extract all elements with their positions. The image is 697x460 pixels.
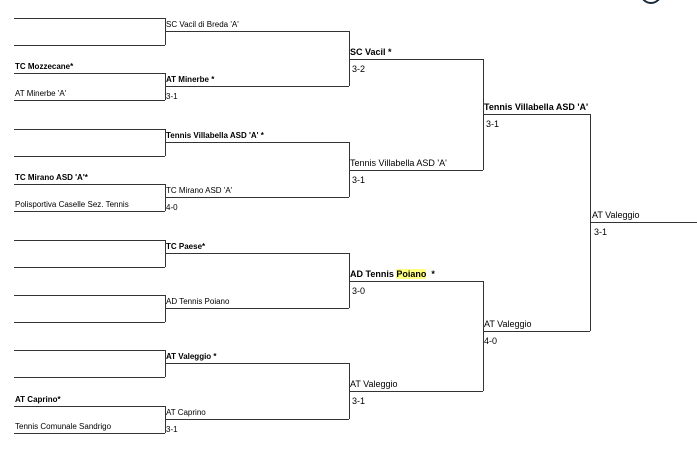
seed-marker: * [426,268,435,279]
r2-team[interactable]: AT Minerbe * [166,75,215,85]
r1-bottom-slot-line [14,155,165,157]
r2-slot-line [165,197,349,199]
r2-connector [349,363,350,419]
r1-top-slot-line [14,295,165,296]
r3-slot-line [349,169,483,171]
r4-team[interactable]: AT Valeggio [484,319,532,329]
r3-team[interactable]: AT Valeggio [350,379,398,390]
r3-slot-line [349,280,483,282]
r2-score: 3-1 [166,92,178,102]
champion-team[interactable]: AT Valeggio [592,210,640,220]
r1-top-slot-line [14,18,165,19]
r1-top-slot-line [14,350,165,352]
r1-bottom-slot-line [14,377,165,379]
r4-slot-line [483,331,590,332]
r2-team[interactable]: SC Vacil di Breda 'A' [166,20,239,29]
r2-connector [349,252,350,308]
r1-bottom-slot-line [14,432,165,434]
r1-team-bottom[interactable]: AT Minerbe 'A' [15,89,67,99]
r2-connector [349,141,350,198]
r1-top-slot-line [14,128,165,130]
r2-slot-line [165,363,349,365]
r1-top-slot-line [14,239,165,241]
r1-team-bottom[interactable]: Tennis Comunale Sandrigo [15,421,112,431]
r4-team[interactable]: Tennis Villabella ASD 'A' [484,102,589,112]
r2-team[interactable]: AT Caprino [166,407,206,417]
champion-score: 3-1 [594,227,608,237]
r2-team[interactable]: Tennis Villabella ASD 'A' * [166,130,264,140]
r3-score: 3-2 [352,64,366,74]
r2-slot-line [165,86,349,88]
r2-team[interactable]: AD Tennis Poiano [166,297,230,306]
corner-icon [640,0,662,4]
r2-connector [349,31,350,87]
search-highlight: Poiano [396,268,427,279]
r1-bottom-slot-line [14,266,165,268]
r3-score: 3-1 [352,396,366,407]
r4-score: 3-1 [486,119,500,129]
r1-bottom-slot-line [14,322,165,323]
r3-score: 3-1 [352,174,366,185]
r2-slot-line [165,252,349,254]
r1-team-top[interactable]: AT Caprino* [15,394,61,404]
r1-top-slot-line [14,73,165,75]
r1-bottom-slot-line [14,45,165,46]
r1-bottom-slot-line [14,100,165,102]
r2-slot-line [165,308,349,309]
r3-connector [483,280,484,392]
r1-team-bottom[interactable]: Polisportiva Caselle Sez. Tennis [15,200,129,210]
r2-team[interactable]: TC Mirano ASD 'A' [166,186,233,196]
r1-top-slot-line [14,405,165,407]
r4-slot-line [483,114,590,115]
r2-score: 3-1 [166,424,178,434]
r1-team-top[interactable]: TC Mirano ASD 'A'* [15,173,88,183]
r2-slot-line [165,418,349,420]
r1-bottom-slot-line [14,211,165,213]
r3-team[interactable]: SC Vacil * [350,47,392,57]
r3-score: 3-0 [352,285,366,296]
r3-team[interactable]: Tennis Villabella ASD 'A' [350,157,447,168]
r1-team-top[interactable]: TC Mozzecane* [15,62,74,72]
team-name-prefix: AD Tennis [350,268,397,279]
r2-team[interactable]: TC Paese* [166,241,206,251]
r3-slot-line [349,59,483,60]
r2-slot-line [165,141,349,143]
r2-slot-line [165,31,349,32]
r3-slot-line [349,391,483,393]
r1-top-slot-line [14,184,165,186]
r2-score: 4-0 [166,203,178,213]
champion-line [590,222,697,223]
r4-score: 4-0 [484,336,498,346]
r3-team[interactable]: AD Tennis Poiano * [350,268,435,280]
r2-team[interactable]: AT Valeggio * [166,352,217,362]
